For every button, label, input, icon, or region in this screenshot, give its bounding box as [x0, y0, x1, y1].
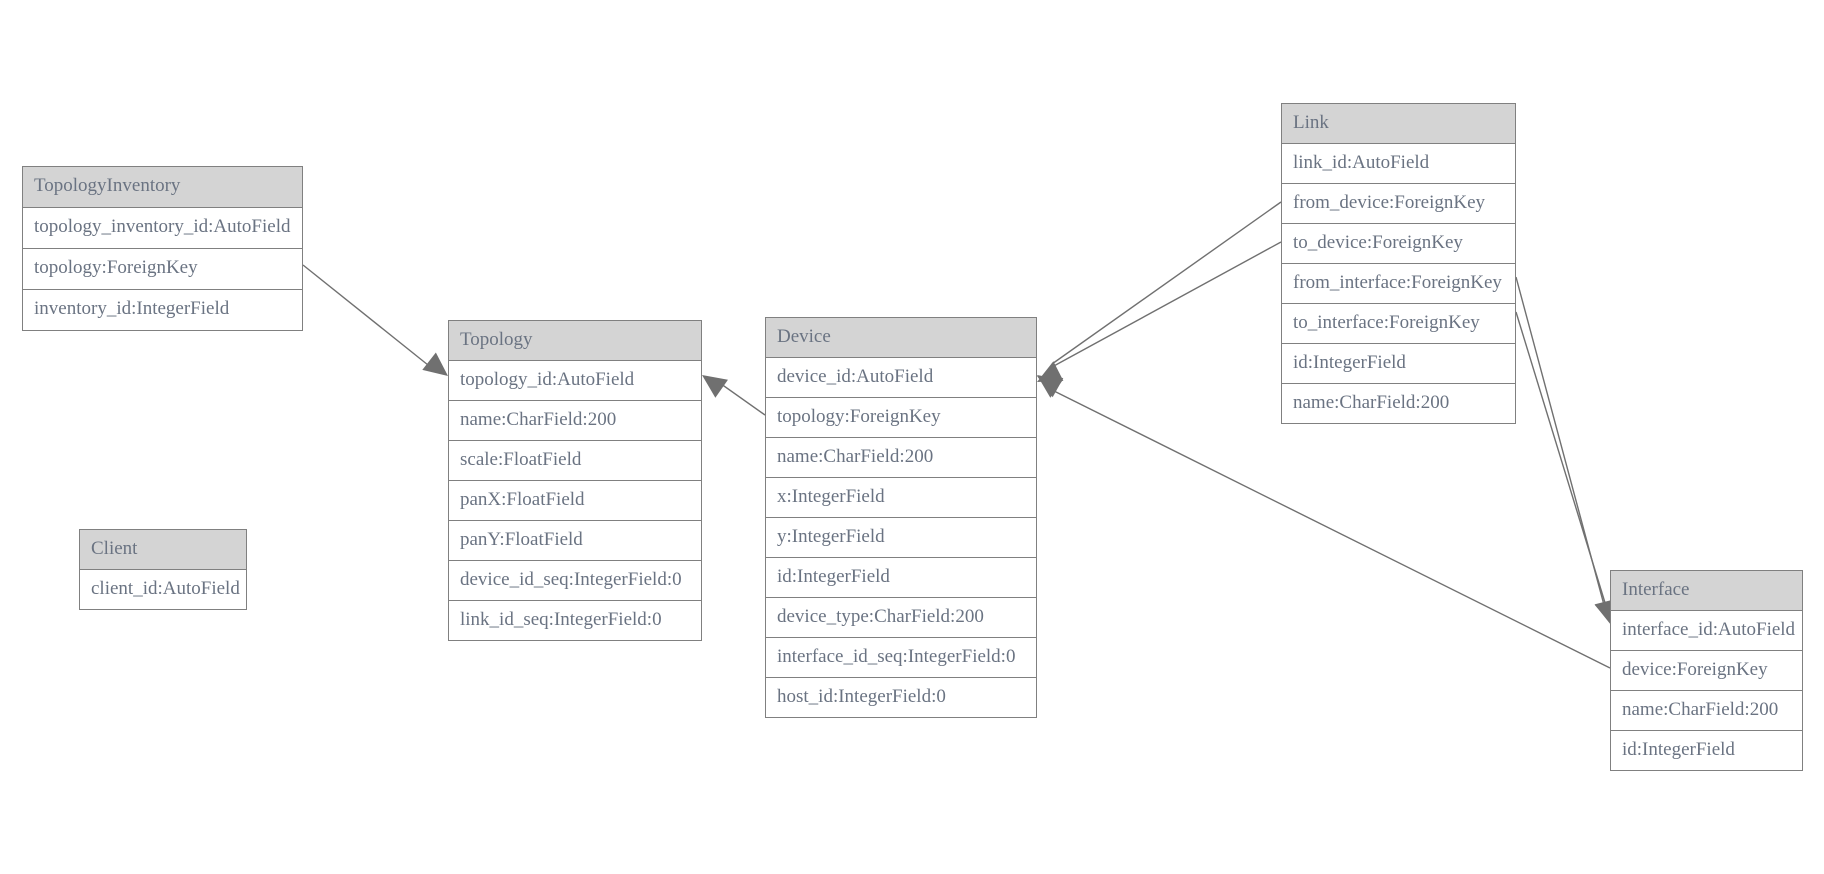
relationship-line	[302, 264, 434, 370]
entity-field: panY:FloatField	[449, 521, 701, 561]
entity-field: x:IntegerField	[766, 478, 1036, 518]
relationship-line	[1051, 389, 1611, 669]
entity-field: inventory_id:IntegerField	[23, 290, 302, 331]
entity-field: interface_id:AutoField	[1611, 611, 1802, 651]
relationship-line	[1051, 241, 1282, 368]
relationship-rel-link-tointerface-interface	[1515, 311, 1616, 625]
entity-header-link: Link	[1282, 104, 1515, 144]
entity-header-device: Device	[766, 318, 1036, 358]
entity-field: name:CharField:200	[1282, 384, 1515, 424]
entity-field: device_type:CharField:200	[766, 598, 1036, 638]
entity-field: device_id:AutoField	[766, 358, 1036, 398]
entity-field: name:CharField:200	[1611, 691, 1802, 731]
entity-field: to_device:ForeignKey	[1282, 224, 1515, 264]
entity-field: device_id_seq:IntegerField:0	[449, 561, 701, 601]
relationship-rel-link-fromdevice-device	[1037, 201, 1282, 398]
relationship-line	[716, 380, 766, 416]
entity-field: name:CharField:200	[449, 401, 701, 441]
relationship-rel-link-todevice-device	[1037, 241, 1282, 398]
entity-header-interface: Interface	[1611, 571, 1802, 611]
entity-field: topology:ForeignKey	[766, 398, 1036, 438]
entity-header-topology: Topology	[449, 321, 701, 361]
entity-field: device:ForeignKey	[1611, 651, 1802, 691]
relationship-line	[1515, 276, 1605, 606]
relationship-rel-topologyinventory-topology	[302, 264, 448, 376]
entity-field: y:IntegerField	[766, 518, 1036, 558]
entity-field: link_id_seq:IntegerField:0	[449, 601, 701, 641]
entity-field: interface_id_seq:IntegerField:0	[766, 638, 1036, 678]
entity-header-client: Client	[80, 530, 246, 570]
entity-header-topology-inventory: TopologyInventory	[23, 167, 302, 208]
entity-field: topology_id:AutoField	[449, 361, 701, 401]
relationship-line	[1051, 201, 1282, 365]
relationship-rel-device-topology	[702, 375, 766, 416]
entity-field: id:IntegerField	[1611, 731, 1802, 771]
entity-field: panX:FloatField	[449, 481, 701, 521]
entity-field: scale:FloatField	[449, 441, 701, 481]
relationship-line	[1515, 311, 1607, 607]
entity-field: topology:ForeignKey	[23, 249, 302, 290]
entity-field: to_interface:ForeignKey	[1282, 304, 1515, 344]
entity-field: from_interface:ForeignKey	[1282, 264, 1515, 304]
entity-field: host_id:IntegerField:0	[766, 678, 1036, 718]
entity-field: name:CharField:200	[766, 438, 1036, 478]
entity-field: link_id:AutoField	[1282, 144, 1515, 184]
entity-field: from_device:ForeignKey	[1282, 184, 1515, 224]
entity-field: id:IntegerField	[766, 558, 1036, 598]
entity-field: topology_inventory_id:AutoField	[23, 208, 302, 249]
entity-field: id:IntegerField	[1282, 344, 1515, 384]
relationship-rel-link-frominterface-interface	[1515, 276, 1616, 625]
entity-field: client_id:AutoField	[80, 570, 246, 610]
